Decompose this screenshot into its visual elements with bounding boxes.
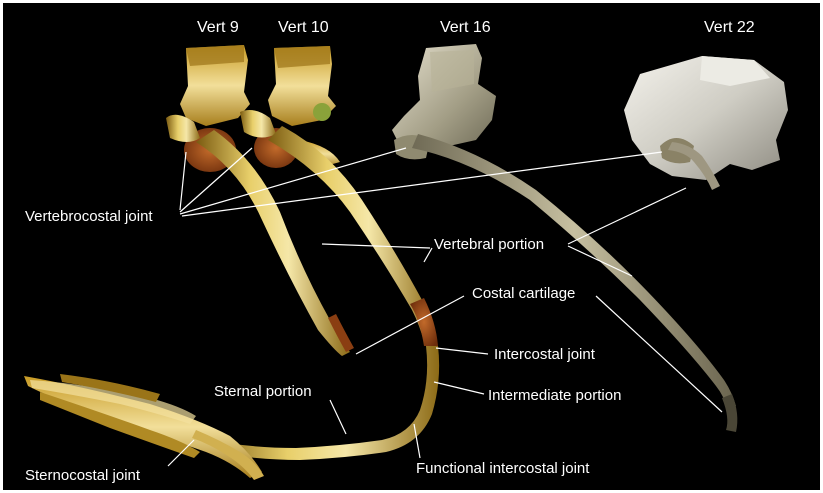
vert-10-label: Vert 10 — [278, 19, 329, 36]
vertebra-16 — [392, 44, 496, 159]
vert-16-label: Vert 16 — [440, 19, 491, 36]
intermediate-portion-label: Intermediate portion — [488, 387, 621, 404]
sternal-portion-label: Sternal portion — [214, 383, 312, 400]
functional-intercostal-joint-label: Functional intercostal joint — [416, 460, 589, 477]
costal-cartilage-label: Costal cartilage — [472, 285, 575, 302]
rib-10-costal-cartilage — [410, 298, 438, 346]
vert-9-label: Vert 9 — [197, 19, 239, 36]
intercostal-joint-label: Intercostal joint — [494, 346, 595, 363]
vert-22-label: Vert 22 — [704, 19, 755, 36]
vertebra-22 — [624, 56, 788, 180]
vertebrocostal-joint-label: Vertebrocostal joint — [25, 208, 153, 225]
rib-10-intermediate-portion — [206, 346, 439, 460]
vertebral-portion-label: Vertebral portion — [434, 236, 544, 253]
sternocostal-joint-label: Sternocostal joint — [25, 467, 140, 484]
